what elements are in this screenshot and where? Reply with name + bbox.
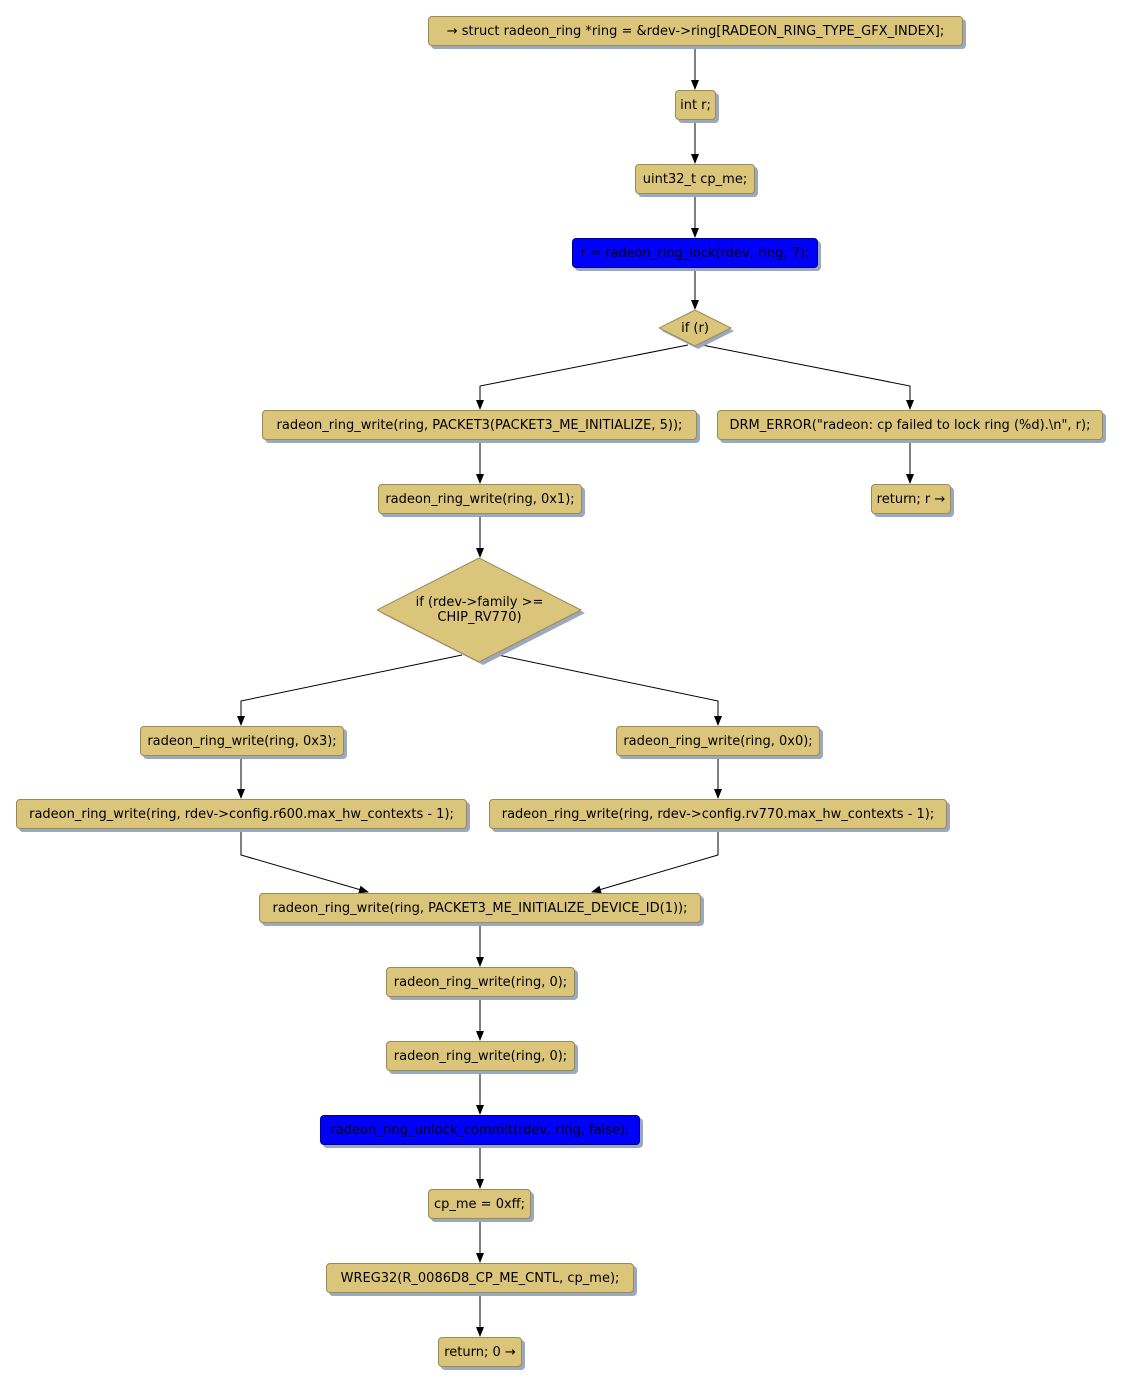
node-write-0x1[interactable]: radeon_ring_write(ring, 0x1);: [378, 484, 582, 514]
diamond-shape: [377, 558, 585, 665]
node-int-r[interactable]: int r;: [675, 90, 716, 120]
node-cp-me-decl[interactable]: uint32_t cp_me;: [635, 164, 755, 194]
diamond-shape: [659, 310, 734, 349]
edge: [240, 830, 369, 894]
decision-family[interactable]: if (rdev->family >= CHIP_RV770): [377, 558, 585, 665]
edge: [591, 830, 719, 894]
node-ring-lock[interactable]: r = radeon_ring_lock(rdev, ring, 7);: [572, 238, 818, 268]
node-write-0-b[interactable]: radeon_ring_write(ring, 0);: [386, 1041, 575, 1071]
node-cp-me-assign[interactable]: cp_me = 0xff;: [428, 1189, 531, 1219]
node-write-rv770-contexts[interactable]: radeon_ring_write(ring, rdev->config.rv7…: [489, 799, 947, 829]
node-return-0[interactable]: return; 0 →: [438, 1337, 522, 1367]
node-write-me-init[interactable]: radeon_ring_write(ring, PACKET3(PACKET3_…: [262, 410, 697, 440]
node-write-device-id[interactable]: radeon_ring_write(ring, PACKET3_ME_INITI…: [259, 893, 701, 923]
decision-label: if (r): [681, 320, 709, 336]
edge: [237, 654, 463, 726]
edge: [701, 344, 914, 410]
node-write-0x3[interactable]: radeon_ring_write(ring, 0x3);: [140, 726, 344, 756]
decision-if-r[interactable]: if (r): [659, 310, 734, 349]
node-ring-decl[interactable]: → struct radeon_ring *ring = &rdev->ring…: [428, 16, 963, 46]
node-return-r[interactable]: return; r →: [871, 484, 951, 514]
edge: [497, 654, 722, 726]
node-write-0x0[interactable]: radeon_ring_write(ring, 0x0);: [616, 726, 820, 756]
decision-label: if (rdev->family >= CHIP_RV770): [415, 595, 544, 625]
node-write-r600-contexts[interactable]: radeon_ring_write(ring, rdev->config.r60…: [16, 799, 467, 829]
node-write-0-a[interactable]: radeon_ring_write(ring, 0);: [386, 967, 575, 997]
node-unlock-commit[interactable]: radeon_ring_unlock_commit(rdev, ring, fa…: [320, 1115, 640, 1145]
node-drm-error[interactable]: DRM_ERROR("radeon: cp failed to lock rin…: [717, 410, 1103, 440]
node-wreg32[interactable]: WREG32(R_0086D8_CP_ME_CNTL, cp_me);: [326, 1263, 634, 1293]
edge: [476, 344, 689, 410]
